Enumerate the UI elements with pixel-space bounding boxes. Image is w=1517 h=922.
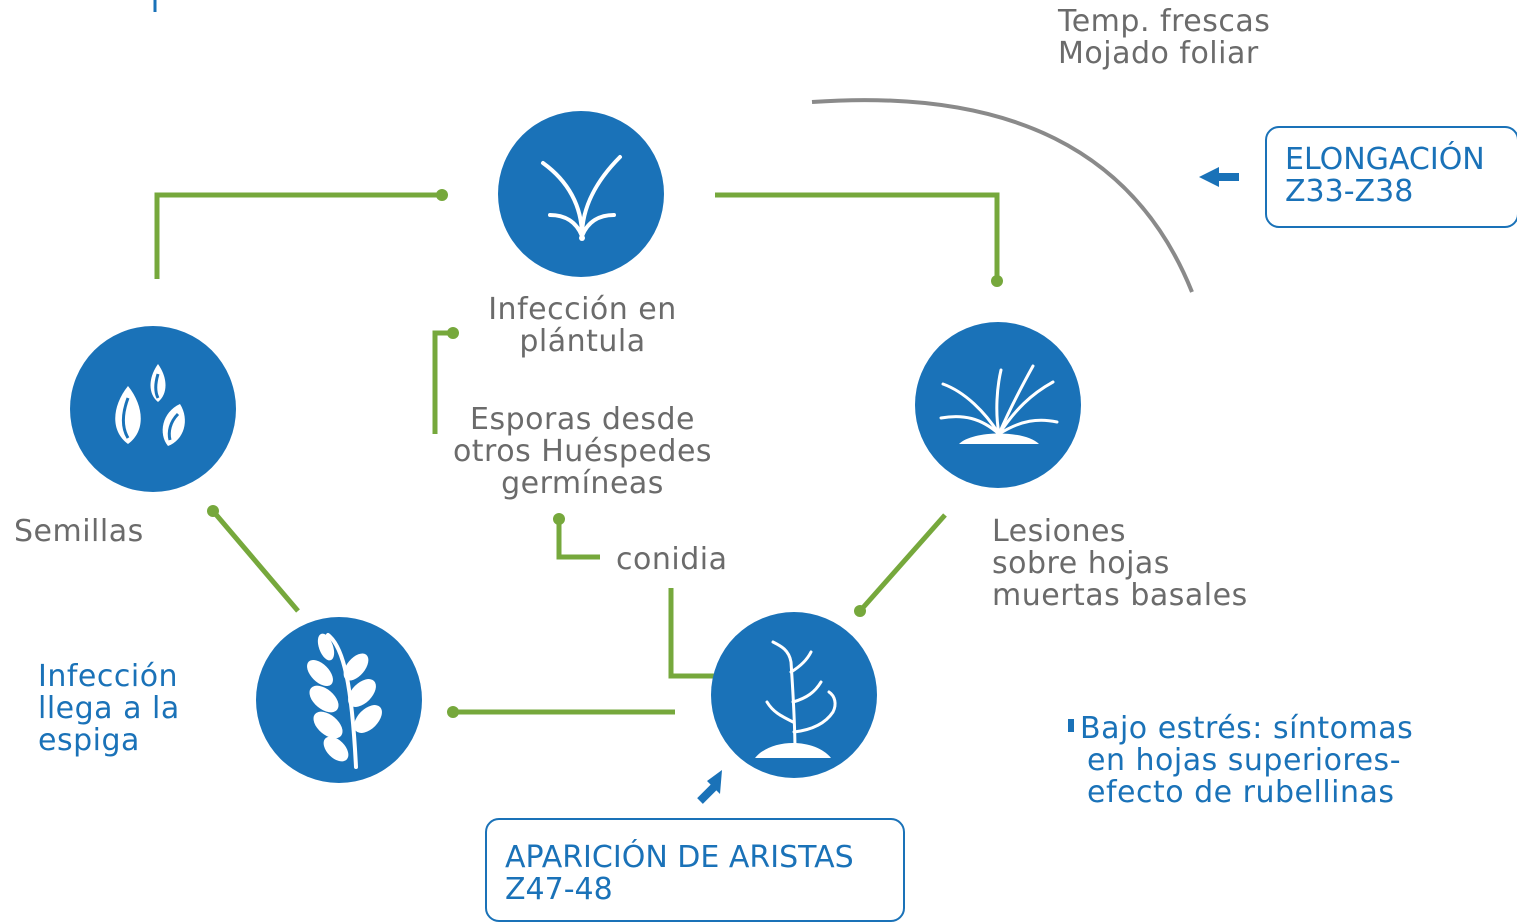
semillas-circle	[70, 326, 236, 492]
connector-dot	[207, 505, 219, 517]
arrow-left-icon	[1199, 167, 1239, 187]
conidia-label: conidia	[616, 542, 728, 577]
aristas-code: Z47-48	[505, 872, 613, 907]
esporas-label-line: otros Huéspedes	[452, 434, 713, 469]
esporas-label: Esporas desde otros Huéspedes germíneas	[440, 404, 725, 500]
arrow-up-right-icon	[697, 770, 722, 804]
connector-dot	[854, 605, 866, 617]
plantula-label-line: plántula	[519, 324, 646, 359]
connector-espiga-semillas	[211, 509, 300, 613]
espiga-label: Infección llega a la espiga	[38, 661, 180, 757]
elongacion-code: Z33-Z38	[1285, 174, 1414, 209]
connector-plantula-lesiones	[715, 192, 1000, 279]
espiga-label-line: llega a la	[38, 691, 180, 726]
aristas-stage-box: APARICIÓN DE ARISTAS Z47-48	[485, 818, 905, 922]
lesiones-label-line: muertas basales	[992, 578, 1248, 613]
connector-dot	[447, 327, 459, 339]
diseased-plant-icon	[755, 640, 837, 758]
connector-dot	[436, 189, 448, 201]
planta-circle	[711, 612, 877, 778]
wheat-ear-icon	[307, 633, 382, 769]
aristas-title: APARICIÓN DE ARISTAS	[505, 840, 854, 875]
conditions-line: Mojado foliar	[1058, 36, 1259, 71]
connector-dot	[991, 275, 1003, 287]
lesiones-label-line: sobre hojas	[992, 546, 1170, 581]
connector-semillas-plantula	[154, 192, 442, 279]
lesiones-label: Lesiones sobre hojas muertas basales	[992, 516, 1248, 612]
connector-dot	[447, 706, 459, 718]
plantula-circle	[498, 111, 664, 277]
lesiones-label-line: Lesiones	[992, 514, 1127, 549]
conditions-arc	[811, 98, 1194, 293]
bajo-estres-note: Bajo estrés: síntomas en hojas superiore…	[1068, 713, 1413, 809]
connector-esporas-plantula	[432, 330, 452, 434]
espiga-label-line: Infección	[38, 659, 179, 694]
bajo-estres-line: Bajo estrés: síntomas	[1080, 711, 1414, 746]
conditions-line: Temp. frescas	[1058, 4, 1271, 39]
bullet-icon	[1068, 719, 1074, 732]
connector-conidia	[556, 519, 600, 560]
plantula-label: Infección en plántula	[480, 294, 685, 358]
seedling-icon	[541, 155, 622, 241]
lesiones-circle	[915, 322, 1081, 488]
grass-tuft-icon	[939, 364, 1059, 444]
connector-lesiones-planta	[858, 513, 947, 613]
bajo-estres-line: en hojas superiores-	[1087, 743, 1402, 778]
connector-dot	[553, 513, 565, 525]
esporas-label-line: Esporas desde	[470, 402, 695, 437]
elongacion-title: ELONGACIÓN	[1285, 142, 1485, 177]
espiga-label-line: espiga	[38, 723, 140, 758]
plantula-label-line: Infección en	[488, 292, 677, 327]
seeds-icon	[115, 364, 185, 446]
elongacion-stage-box: ELONGACIÓN Z33-Z38	[1265, 126, 1517, 228]
semillas-label: Semillas	[14, 514, 144, 549]
espiga-circle	[256, 617, 422, 783]
bajo-estres-line: efecto de rubellinas	[1087, 775, 1395, 810]
esporas-label-line: germíneas	[501, 466, 664, 501]
conditions-label: Temp. frescas Mojado foliar	[1058, 6, 1270, 70]
